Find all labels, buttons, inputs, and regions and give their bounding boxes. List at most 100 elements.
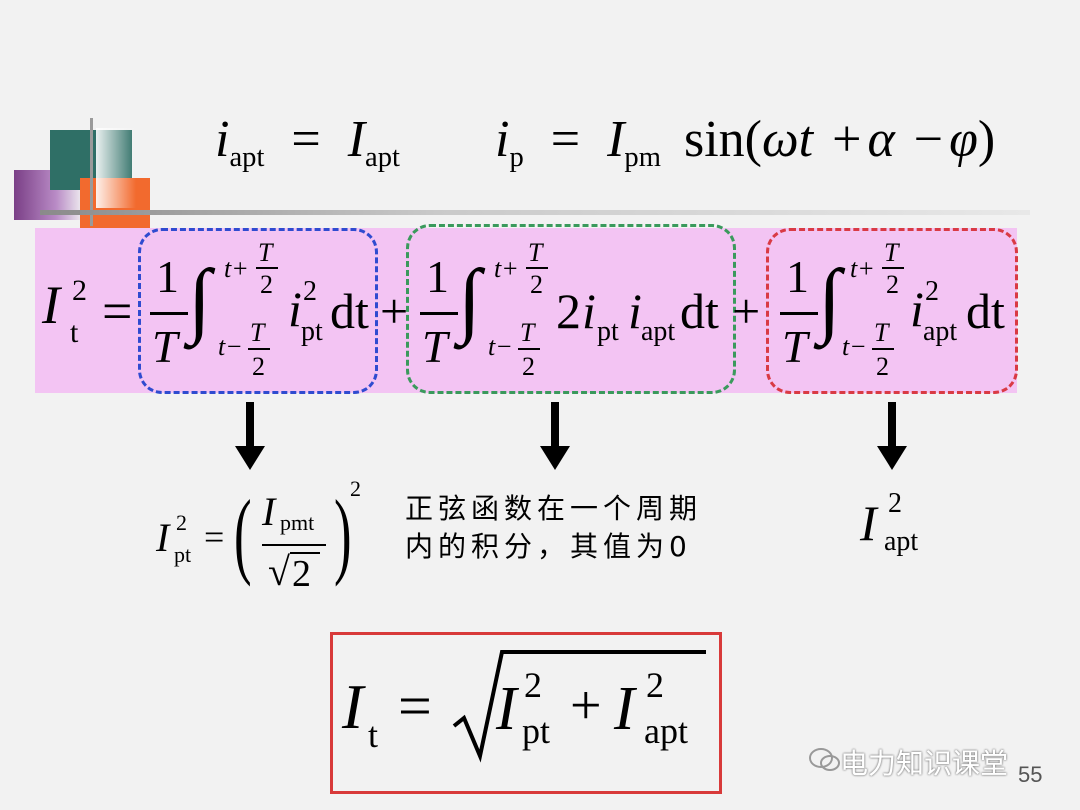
subscript: apt	[923, 316, 958, 347]
superscript: 2	[925, 276, 939, 307]
symbol-I: I	[614, 675, 635, 743]
fraction-bar	[150, 312, 188, 315]
arrow-down-icon	[235, 446, 265, 470]
sqrt-icon: √	[268, 549, 290, 594]
fraction-numerator: 1	[786, 251, 809, 302]
subscript: apt	[644, 711, 688, 751]
dt: dt	[680, 283, 719, 339]
term-box-red	[766, 228, 1018, 394]
equals-sign: =	[398, 673, 432, 739]
dt: dt	[330, 283, 369, 339]
symbol-i: i	[495, 111, 510, 168]
symbol-i: i	[628, 283, 642, 339]
lower-limit: t−	[842, 332, 867, 361]
fraction-numerator: 1	[426, 251, 449, 302]
subscript: apt	[365, 142, 400, 173]
limit-bar	[256, 267, 278, 269]
fraction-denominator: T	[422, 321, 448, 372]
plus-sign: +	[732, 283, 761, 339]
symbol-i: i	[215, 111, 230, 168]
lhs-superscript: 2	[72, 274, 87, 307]
plus-sign: +	[832, 111, 862, 168]
lower-limit: t−	[218, 332, 243, 361]
watermark-text: 电力知识课堂	[840, 747, 1009, 780]
fraction-bar	[420, 312, 458, 315]
symbol-I: I	[262, 489, 276, 534]
symbol-I: I	[860, 495, 877, 551]
subscript: pm	[624, 142, 661, 173]
sqrt-bar	[290, 552, 320, 554]
upper-limit: t+	[494, 254, 519, 283]
symbol-alpha: α	[867, 111, 895, 168]
subscript: apt	[229, 142, 265, 173]
equals-sign: =	[102, 281, 133, 341]
symbol-I: I	[496, 675, 517, 743]
left-paren: (	[234, 480, 252, 587]
note-line-1: 正弦函数在一个周期	[405, 492, 703, 525]
coefficient-2: 2	[556, 283, 581, 339]
limit-bar	[882, 267, 904, 269]
fraction-bar	[780, 312, 818, 315]
decor-highlight	[96, 128, 136, 208]
limit-T: T	[884, 238, 899, 267]
subscript: pt	[597, 316, 619, 347]
subscript: t	[368, 715, 379, 755]
integral-sign: ∫	[458, 253, 482, 346]
sin-function: sin(	[683, 111, 762, 168]
arrow-down-icon	[540, 446, 570, 470]
equals-sign: =	[291, 111, 321, 168]
symbol-I: I	[342, 671, 364, 742]
subscript: pt	[174, 542, 192, 567]
arrow-down-2-shaft	[551, 402, 559, 448]
term-box-green	[406, 224, 736, 394]
note-line-2: 内的积分，其值为0	[405, 530, 692, 563]
formula-iapt: iapt = Iapt	[215, 110, 400, 188]
sqrt-icon	[452, 650, 706, 763]
symbol-omega: ω	[761, 111, 799, 168]
superscript: 2	[176, 510, 187, 535]
superscript: 2	[888, 488, 902, 519]
final-result-box	[330, 632, 722, 794]
fraction-bar	[262, 544, 326, 546]
wechat-icon	[809, 748, 840, 771]
denominator-2: 2	[292, 553, 311, 595]
dt: dt	[966, 283, 1005, 339]
symbol-I: I	[607, 111, 625, 168]
upper-limit: t+	[850, 254, 875, 283]
limit-bar	[872, 348, 894, 350]
subscript: apt	[884, 526, 919, 557]
subscript: pt	[301, 316, 323, 347]
limit-T: T	[250, 318, 265, 347]
equals-sign: =	[204, 517, 225, 557]
symbol-I: I	[347, 111, 366, 168]
superscript: 2	[303, 276, 317, 307]
limit-bar	[518, 348, 540, 350]
subscript: pmt	[280, 510, 315, 535]
limit-bar	[248, 348, 270, 350]
limit-T: T	[258, 238, 273, 267]
fraction-numerator: 1	[156, 251, 179, 302]
limit-2: 2	[252, 352, 265, 381]
decor-vertical-line	[90, 118, 93, 226]
explanation-note: 正弦函数在一个周期 内的积分，其值为0	[405, 490, 735, 566]
arrow-down-icon	[877, 446, 907, 470]
formula-ip: ip = Ipm sin(ωt +α −φ)	[495, 110, 995, 188]
limit-T: T	[520, 318, 535, 347]
limit-bar	[526, 267, 548, 269]
symbol-I: I	[42, 275, 60, 335]
symbol-I: I	[156, 515, 170, 560]
symbol-t: t	[798, 111, 814, 168]
term-box-blue	[138, 228, 378, 394]
symbol-i: i	[582, 283, 596, 339]
limit-2: 2	[886, 270, 899, 299]
superscript: 2	[646, 665, 664, 705]
main-lhs: I	[42, 278, 60, 332]
integral-sign: ∫	[818, 253, 842, 346]
lhs-subscript: t	[70, 316, 79, 349]
page-number: 55	[1018, 762, 1043, 787]
superscript: 2	[350, 476, 361, 501]
arrow-down-1-shaft	[246, 402, 254, 448]
minus-sign: −	[913, 111, 944, 168]
upper-limit: t+	[224, 254, 249, 283]
subscript: p	[509, 142, 524, 173]
